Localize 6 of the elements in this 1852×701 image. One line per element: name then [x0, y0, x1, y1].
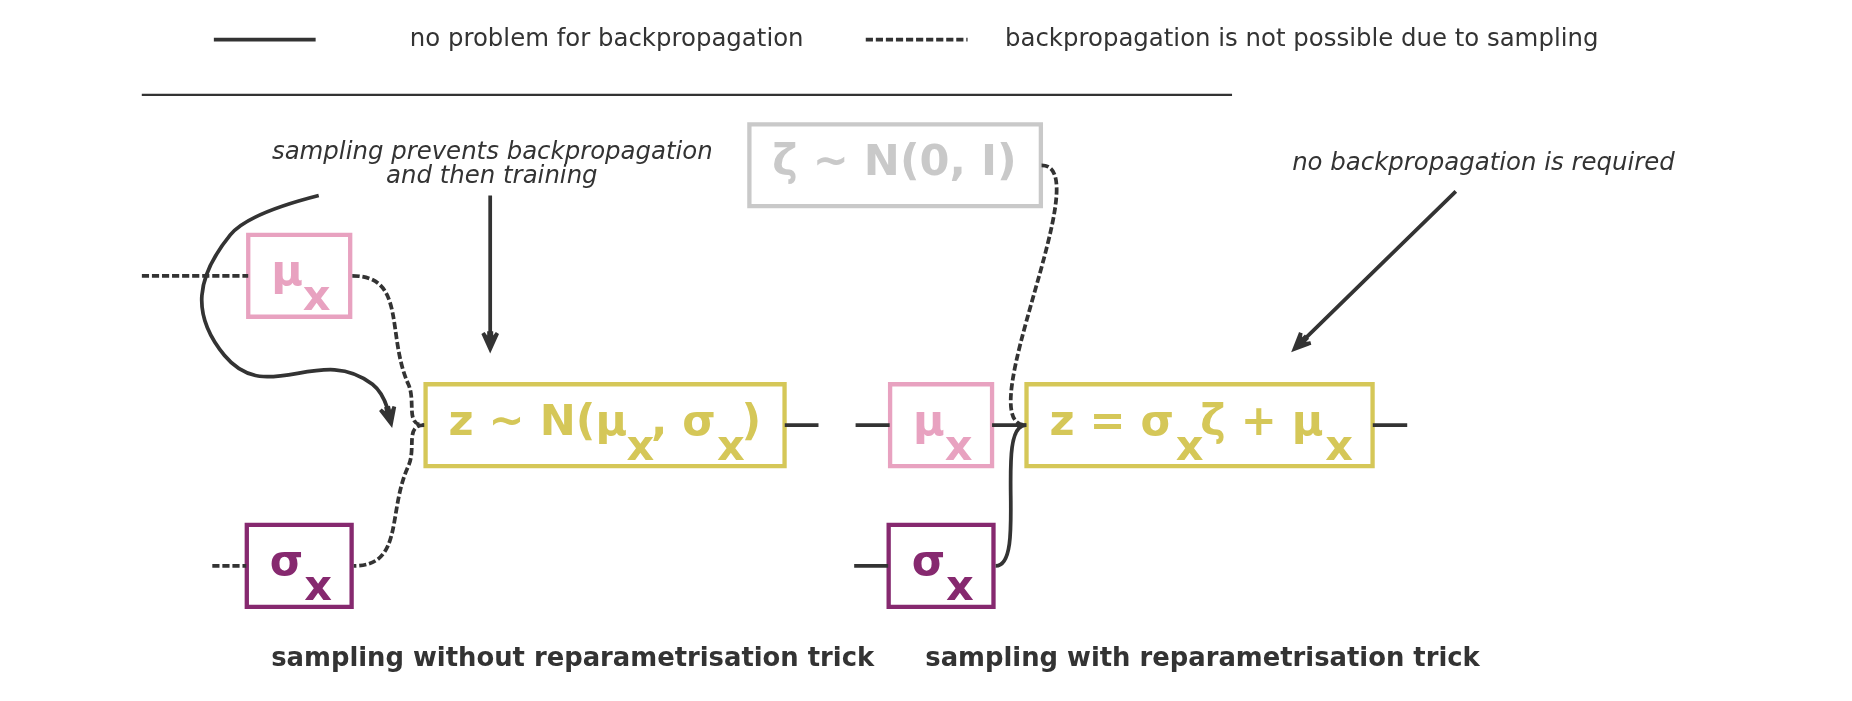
label: sampling without reparametrisation trick	[271, 642, 875, 673]
legend-label: backpropagation is not possible due to sampling	[1004, 22, 1599, 52]
label: sampling with reparametrisation trick	[925, 642, 1480, 673]
legend-label: no problem for backpropagation	[409, 22, 804, 52]
node-text: no backpropagation is required	[1292, 146, 1675, 176]
node-text: sampling prevents backpropagation and then training	[271, 135, 713, 190]
